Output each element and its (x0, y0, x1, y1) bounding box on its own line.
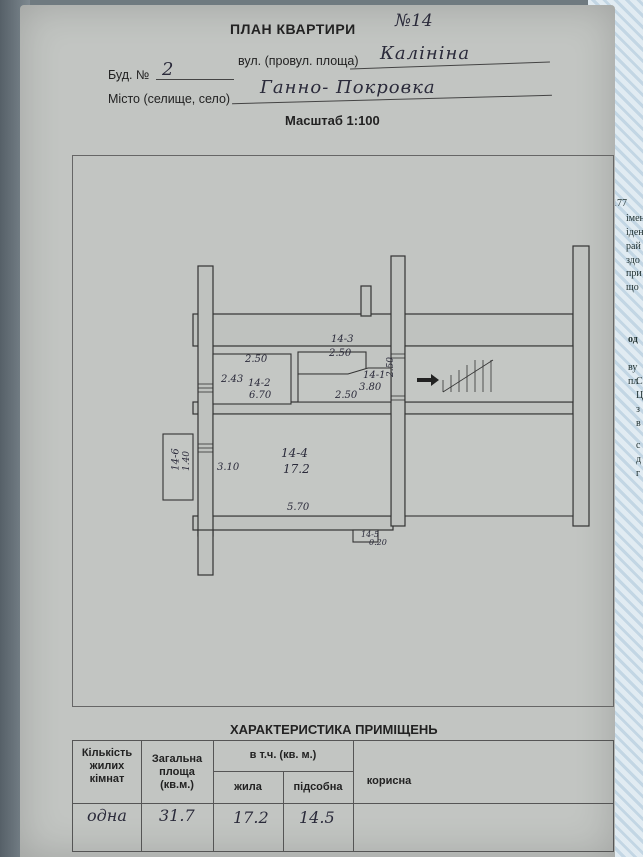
room-id: 14-3 (331, 334, 354, 345)
col-living-header: жила (234, 781, 262, 793)
side-text: ву (628, 362, 638, 373)
col-rooms-header: Кількість жилих кімнат (81, 747, 133, 785)
floor-plan (162, 245, 590, 576)
characteristics-table: Кількість жилих кімнат Загальна площа (к… (72, 740, 614, 852)
document-title: ПЛАН КВАРТИРИ (230, 21, 356, 37)
divider (213, 771, 353, 772)
building-value: 2 (162, 59, 174, 80)
street-label: вул. (провул. площа) (238, 54, 359, 68)
divider (73, 803, 613, 804)
dim-label: 2.50 (245, 354, 268, 365)
room-id: 14-2 (248, 378, 271, 389)
building-underline (156, 79, 234, 80)
col-useful-header: корисна (366, 775, 412, 787)
side-text: од (628, 334, 638, 345)
room-id: 14-6 (170, 448, 182, 471)
floor-plan-frame: 2.50 2.43 14-2 6.70 14-3 2.50 14-1 3.80 … (72, 155, 614, 707)
side-text: 177 (612, 198, 627, 209)
side-text: в (636, 418, 641, 429)
room-area: 17.2 (283, 462, 310, 476)
table-title: ХАРАКТЕРИСТИКА ПРИМІЩЕНЬ (230, 722, 438, 737)
value-rooms: одна (87, 806, 127, 825)
room-id: 14-5 (361, 530, 379, 539)
room-area: 1.40 (182, 450, 193, 472)
value-total: 31.7 (159, 806, 195, 825)
col-total-header: Загальна площа (кв.м.) (151, 753, 203, 791)
side-text: при (626, 268, 642, 279)
side-text: здо (626, 255, 640, 266)
divider (213, 741, 214, 851)
value-aux: 14.5 (299, 808, 335, 827)
divider (283, 771, 284, 851)
side-text: пл (628, 376, 639, 387)
side-text: с (636, 440, 641, 451)
room-area: 6.70 (249, 390, 272, 401)
side-text: С (636, 376, 643, 387)
value-living: 17.2 (233, 808, 269, 827)
city-label: Місто (селище, село) (108, 92, 231, 106)
col-incl-header: в т.ч. (кв. м.) (249, 749, 317, 761)
side-text: Ц (636, 390, 643, 401)
dim-label: 3.10 (217, 462, 240, 473)
divider (141, 741, 142, 851)
street-value: Калініна (380, 43, 471, 64)
divider (353, 741, 354, 851)
room-area: 2.50 (329, 348, 352, 359)
side-text: д (636, 454, 642, 465)
apartment-number: №14 (395, 11, 433, 31)
building-label: Буд. № (108, 68, 150, 82)
side-text: імен (626, 213, 643, 224)
dim-label: 2.50 (335, 390, 358, 401)
side-text: що (626, 282, 639, 293)
room-id: 14-4 (281, 446, 308, 460)
side-text: іден (626, 227, 643, 238)
dim-label: 2.50 (386, 356, 397, 378)
side-text: з (636, 404, 640, 415)
side-text: г (636, 468, 641, 479)
document-sheet: ПЛАН КВАРТИРИ №14 Буд. № 2 вул. (провул.… (20, 5, 615, 857)
dim-label: 5.70 (287, 502, 310, 513)
room-area: 3.80 (359, 382, 382, 393)
room-id: 14-1 (363, 370, 386, 381)
scale-label: Масштаб 1:100 (285, 113, 380, 128)
dim-label: 2.43 (221, 374, 244, 385)
room-area: 0.20 (369, 538, 387, 547)
side-text: рай (626, 241, 641, 252)
col-aux-header: підсобна (293, 781, 343, 793)
city-value: Ганно- Покровка (260, 77, 436, 98)
